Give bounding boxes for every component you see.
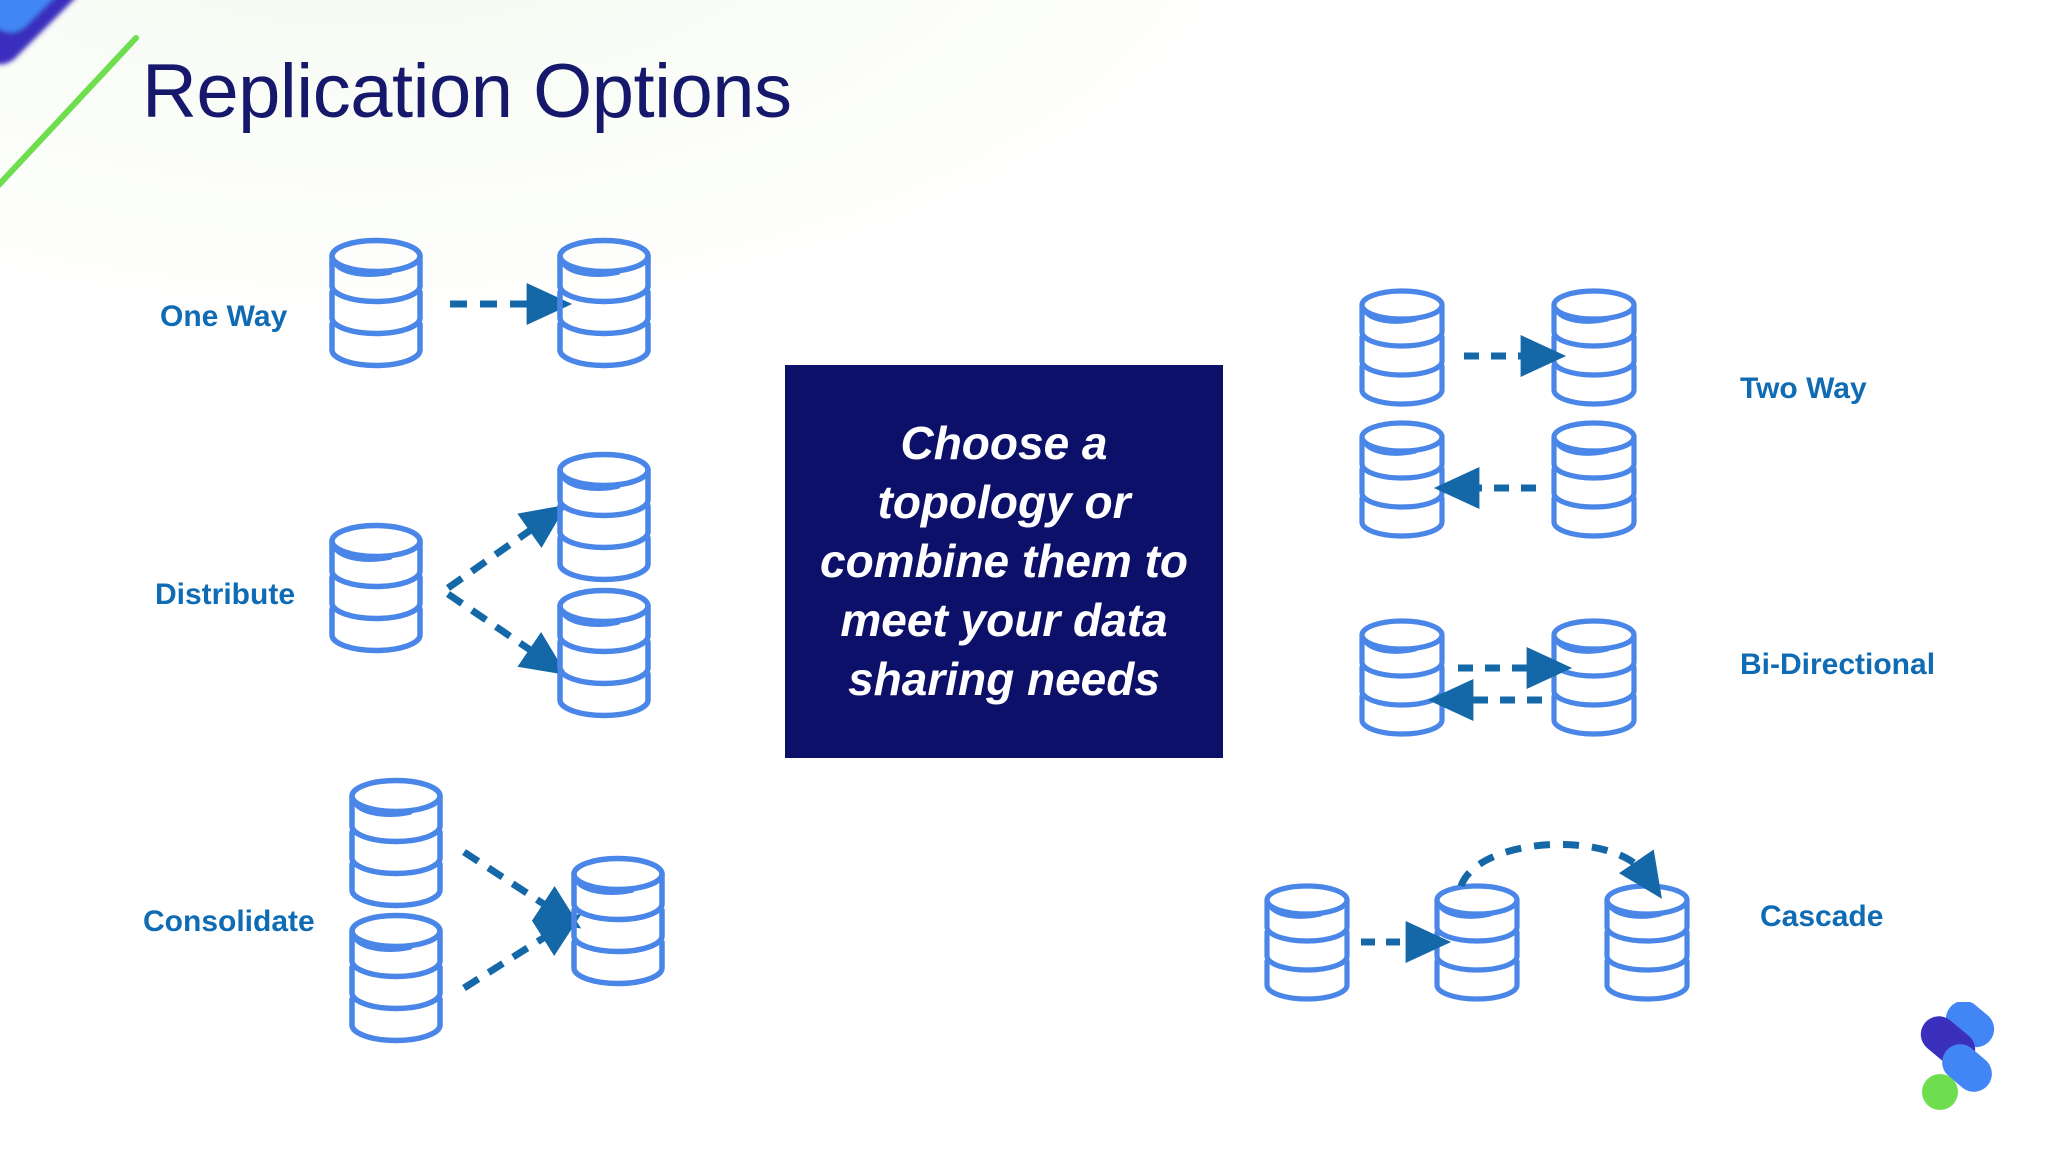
database-icon: [1554, 423, 1634, 536]
diagram-two-way: [1360, 290, 1720, 550]
arrow-down-right-icon: [462, 849, 582, 929]
arrow-down-right-icon: [446, 591, 567, 675]
label-cascade: Cascade: [1760, 900, 1884, 933]
diagram-consolidate: [350, 780, 720, 1050]
callout-box: Choose a topology or combine them to mee…: [785, 365, 1223, 758]
database-icon: [560, 241, 648, 366]
diagram-cascade: [1265, 840, 1765, 1050]
database-icon: [560, 591, 648, 716]
label-one-way: One Way: [160, 300, 288, 333]
striim-logo: [1920, 1002, 1995, 1110]
database-icon: [1362, 291, 1442, 404]
arrow-up-right-icon: [445, 504, 567, 591]
database-icon: [1362, 423, 1442, 536]
database-icon: [1607, 886, 1687, 999]
label-two-way: Two Way: [1740, 372, 1867, 405]
label-bi-directional: Bi-Directional: [1740, 648, 1936, 681]
database-icon: [332, 241, 420, 366]
diagram-distribute: [330, 460, 700, 720]
database-icon: [1267, 886, 1347, 999]
database-icon: [332, 526, 420, 651]
database-icon: [1554, 621, 1634, 734]
arrow-up-right-icon: [462, 913, 582, 991]
label-consolidate: Consolidate: [143, 905, 315, 938]
database-icon: [1362, 621, 1442, 734]
callout-text: Choose a topology or combine them to mee…: [819, 417, 1189, 705]
database-icon: [560, 455, 648, 580]
logo-bar-blue-2: [1942, 1044, 1992, 1092]
database-icon: [352, 781, 440, 906]
diagram-bi-directional: [1360, 620, 1720, 760]
database-icon: [1554, 291, 1634, 404]
diagram-one-way: [330, 240, 700, 380]
database-icon: [352, 916, 440, 1041]
logo-dot-green: [1922, 1074, 1958, 1110]
page-title: Replication Options: [142, 49, 792, 134]
database-icon: [574, 859, 662, 984]
label-distribute: Distribute: [155, 578, 296, 611]
curved-arrow-icon: [1457, 840, 1663, 899]
database-icon: [1437, 886, 1517, 999]
